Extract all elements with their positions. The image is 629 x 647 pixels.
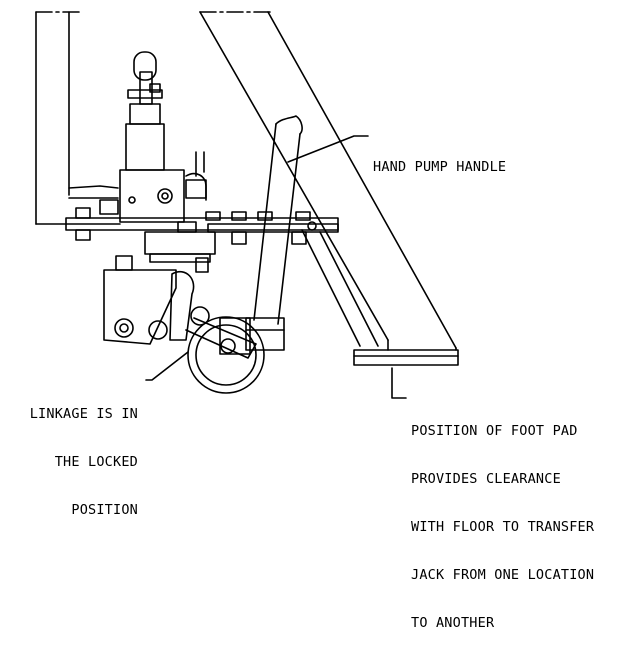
callout-foot-pad-line-3: WITH FLOOR TO TRANSFER (411, 519, 595, 535)
frame (35, 11, 271, 225)
frame-leg (199, 11, 457, 349)
callout-hand-pump-handle-text: HAND PUMP HANDLE (373, 159, 507, 175)
callout-hand-pump-handle: HAND PUMP HANDLE (373, 127, 506, 191)
linkage (103, 255, 257, 359)
callout-foot-pad-line-2: PROVIDES CLEARANCE (411, 471, 561, 487)
callout-foot-pad-line-4: JACK FROM ONE LOCATION (411, 567, 595, 583)
callout-foot-pad-line-1: POSITION OF FOOT PAD (411, 423, 578, 439)
callout-linkage-line-1: LINKAGE IS IN (29, 406, 138, 422)
hand-pump-handle (245, 115, 303, 351)
callout-linkage-line-2: THE LOCKED (54, 454, 138, 470)
hose-fittings (68, 151, 207, 215)
leader-linkage (145, 351, 189, 381)
callout-foot-pad: POSITION OF FOOT PAD PROVIDES CLEARANCE … (411, 391, 594, 647)
pump-body (119, 51, 185, 223)
callout-linkage: LINKAGE IS IN THE LOCKED POSITION (8, 374, 138, 534)
base-plate (65, 217, 339, 263)
caster-wheel (187, 316, 265, 394)
foot-pad (353, 339, 459, 366)
leader-hand-pump-handle (287, 135, 369, 163)
callout-linkage-line-3: POSITION (71, 502, 138, 518)
leader-foot-pad (391, 367, 407, 399)
callout-foot-pad-line-5: TO ANOTHER (411, 615, 495, 631)
bolts (75, 207, 317, 245)
jack-assembly-drawing (35, 11, 459, 399)
